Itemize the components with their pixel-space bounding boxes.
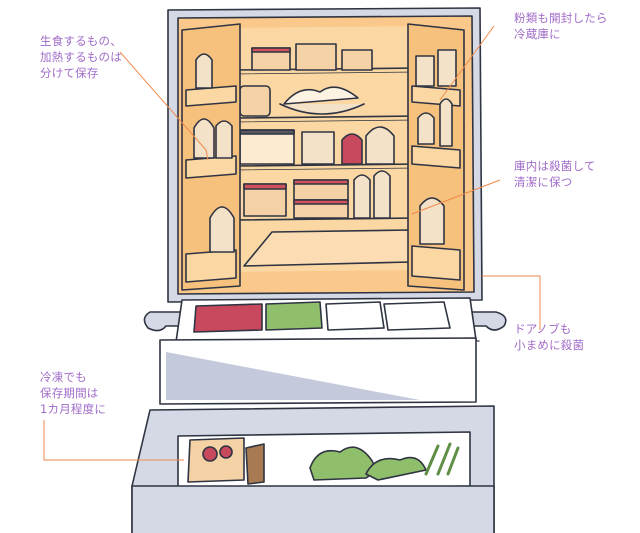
leader-lines bbox=[43, 25, 541, 461]
bottom-drawer bbox=[131, 405, 495, 533]
right-door bbox=[407, 23, 465, 291]
callout-sterilize-interior: 庫内は殺菌して 清潔に保つ bbox=[514, 159, 596, 189]
callout-flour-after-opening: 粉類も開封したら 冷蔵庫に bbox=[514, 11, 608, 41]
callout-separate-storage: 生食するもの、 加熱するものは 分けて保存 bbox=[40, 34, 122, 80]
left-door bbox=[181, 23, 241, 291]
callout-freezer-storage: 冷凍でも 保存期間は 1カ月程度に bbox=[40, 370, 107, 416]
chilled-drawer bbox=[159, 297, 477, 405]
callout-sterilize-door-knob: ドアノブも 小まめに殺菌 bbox=[514, 322, 585, 352]
